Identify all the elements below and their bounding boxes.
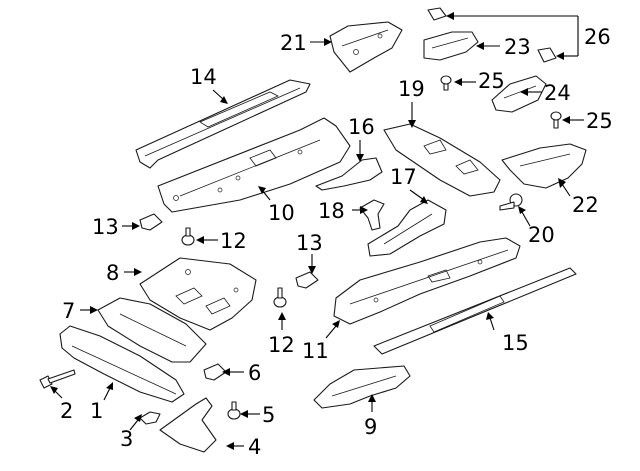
part-23-shield [423,31,479,61]
callout-12-lower: 12 [268,333,295,357]
callout-21: 21 [280,31,307,55]
part-2-bolt [39,369,76,389]
callout-13-right: 13 [296,231,323,255]
callout-18: 18 [318,199,345,223]
part-7-panel [97,297,207,363]
callout-5: 5 [262,403,275,427]
callout-8: 8 [106,261,119,285]
part-6-clip [203,363,227,381]
callout-6: 6 [248,361,261,385]
callout-26: 26 [584,25,611,49]
callout-16: 16 [348,115,375,139]
callout-4: 4 [248,435,261,459]
part-8-panel [139,257,257,331]
callout-10: 10 [268,201,295,225]
part-22-shield [501,143,587,189]
part-5-fastener [227,401,241,420]
part-16-bracket [315,157,383,191]
callout-22: 22 [572,193,599,217]
part-11-under-panel [333,237,521,325]
part-10-under-panel [157,117,351,213]
callout-13-left: 13 [92,215,119,239]
callout-3: 3 [120,427,133,451]
part-1-shield [59,325,185,403]
callout-14: 14 [190,65,217,89]
callout-1: 1 [90,399,103,423]
part-13-clips [139,213,319,289]
part-26-clips [427,7,557,63]
callout-9: 9 [364,415,377,439]
part-17-bracket [367,199,447,257]
callout-11: 11 [302,339,329,363]
callout-25-lower: 25 [586,109,613,133]
callout-25-upper: 25 [478,69,505,93]
callout-20: 20 [528,223,555,247]
callout-17: 17 [390,165,417,189]
part-12-fasteners [181,227,287,308]
part-14-rail [135,79,311,169]
part-15-rail [373,267,577,355]
part-4-bracket [159,397,217,453]
callout-12-upper: 12 [220,229,247,253]
callout-2: 2 [60,399,73,423]
part-19-cross-panel [383,123,501,197]
part-9-shield [313,365,411,409]
callout-23: 23 [504,35,531,59]
part-3-clip [139,411,161,425]
callout-24: 24 [544,81,571,105]
callout-19: 19 [398,77,425,101]
part-25-bolts [440,75,562,129]
part-21-bracket [329,21,403,73]
callout-labels: 21 23 26 25 24 25 19 14 16 10 17 18 22 2… [60,25,613,459]
callout-15: 15 [502,331,529,355]
part-20-mount [499,193,523,211]
part-18-bracket [359,199,385,231]
callout-7: 7 [62,299,75,323]
leader-lines [50,12,584,450]
